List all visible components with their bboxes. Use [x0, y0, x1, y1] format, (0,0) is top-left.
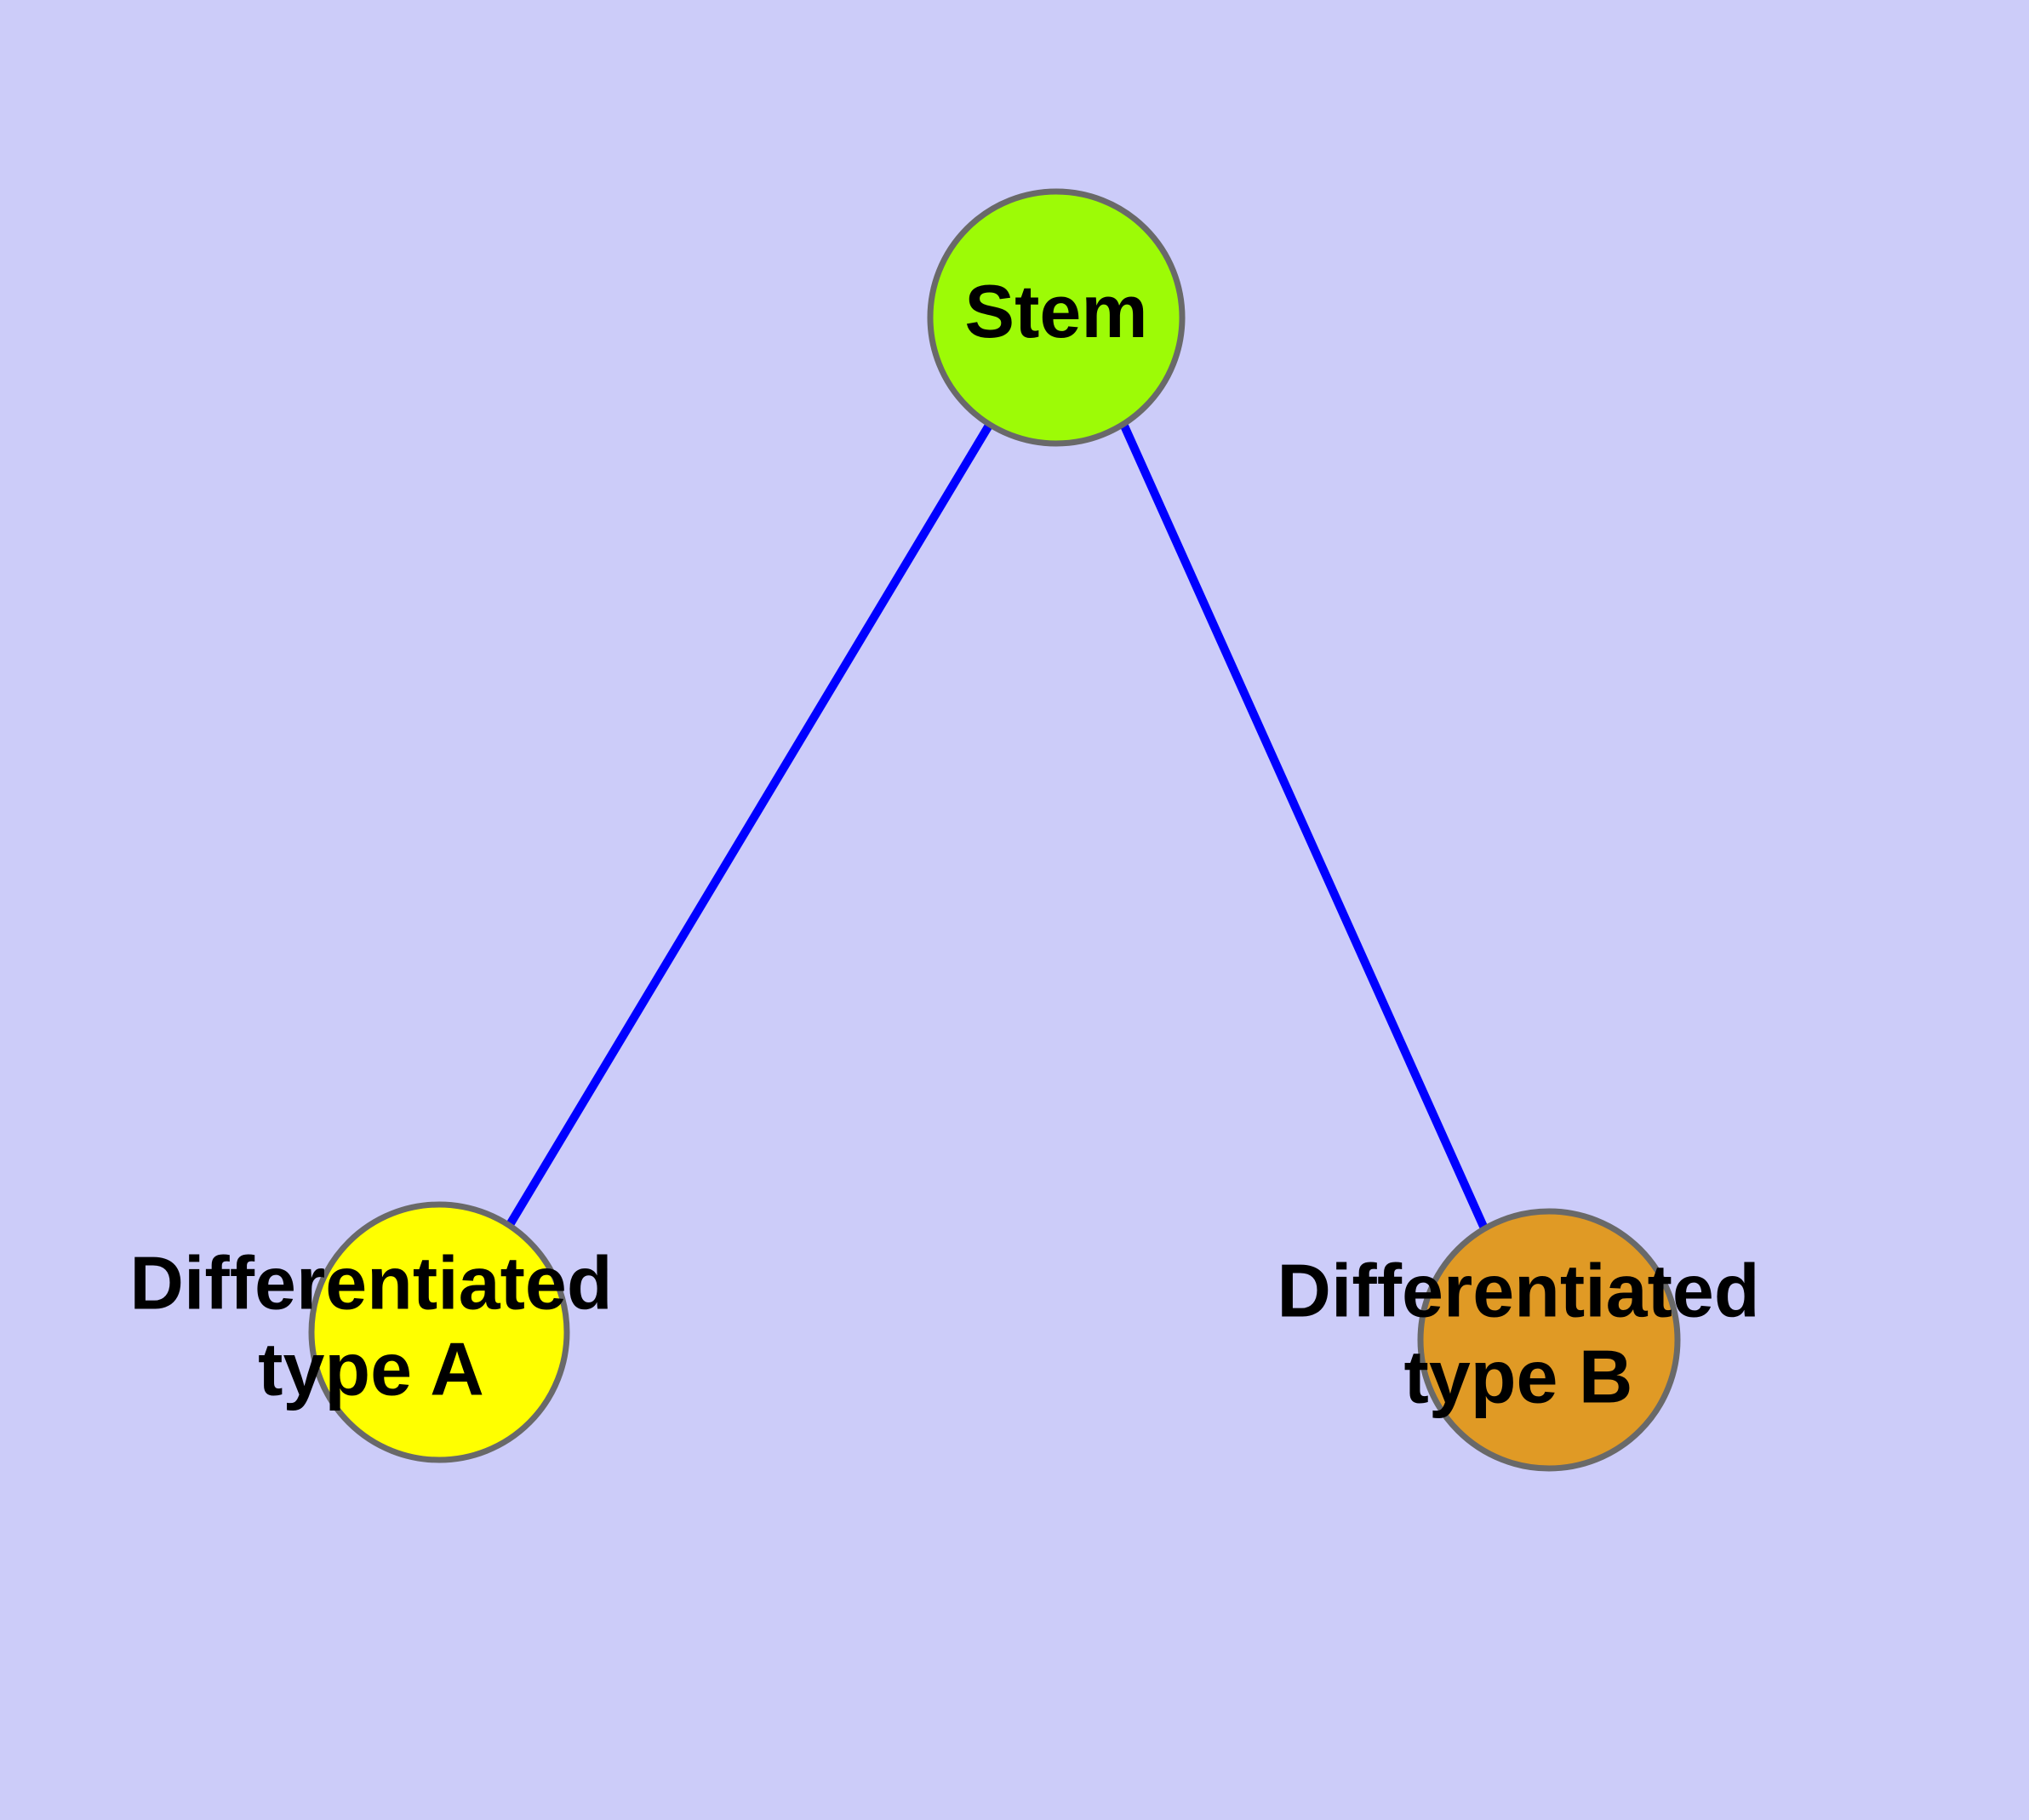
node-differentiated-type-a[interactable] — [308, 1201, 570, 1463]
node-label-line: type A — [258, 1327, 484, 1411]
edge-stem-to-differentiated-type-a[interactable] — [506, 421, 994, 1226]
node-label-stem: Stem — [964, 269, 1147, 353]
node-label-line: type B — [1404, 1335, 1633, 1419]
node-label-line: Differentiated — [1277, 1249, 1759, 1333]
node-label-line: Differentiated — [129, 1241, 612, 1325]
node-label-line: Stem — [964, 269, 1147, 353]
edge-stem-to-differentiated-type-b[interactable] — [1119, 421, 1489, 1231]
node-layer — [308, 188, 1681, 1472]
node-differentiated-type-b[interactable] — [1417, 1208, 1681, 1472]
edge-layer — [506, 421, 1489, 1231]
node-stem[interactable] — [927, 188, 1186, 447]
